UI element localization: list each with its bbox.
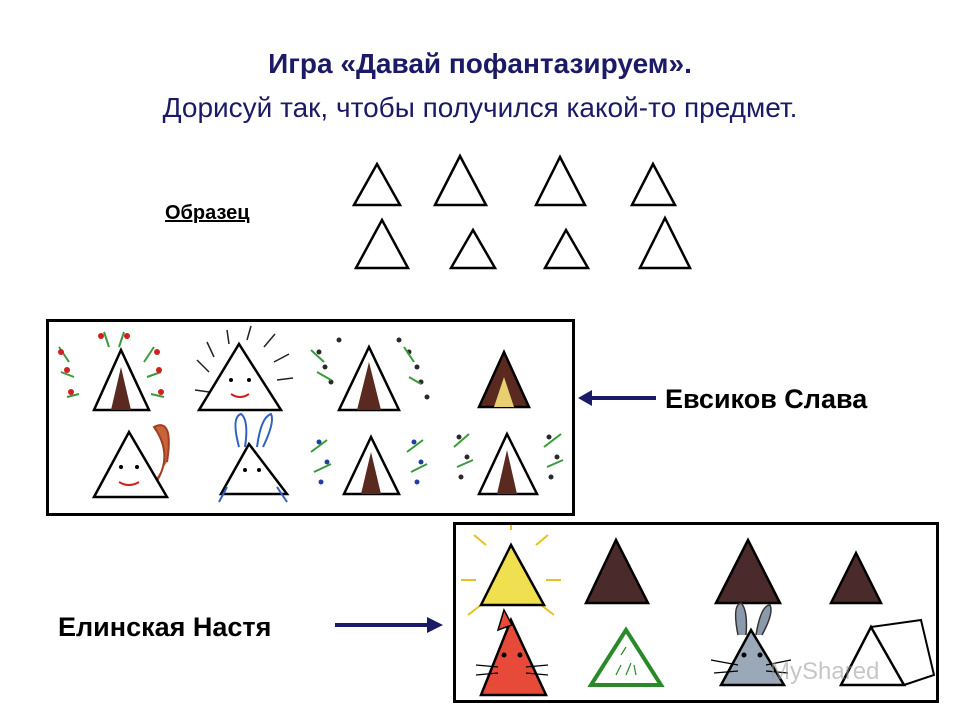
drawing-blue-tree — [310, 434, 428, 496]
drawing-dark-triangle — [713, 537, 783, 605]
drawing-dark-triangle — [477, 348, 531, 409]
drawing-hedgehog — [194, 325, 294, 412]
sample-triangle — [432, 153, 489, 207]
sample-triangle — [533, 154, 588, 207]
sample-triangle — [542, 227, 591, 270]
drawing-green-triangle — [587, 626, 665, 687]
student-name-2: Елинская Настя — [58, 612, 272, 642]
drawing-red-fox — [475, 608, 549, 697]
drawing-leaf-tree-2 — [453, 431, 564, 496]
sample-triangle — [629, 161, 678, 207]
drawing-apple-tree — [58, 331, 165, 412]
drawing-hare — [218, 412, 290, 503]
drawing-tent — [838, 618, 936, 687]
sample-triangles — [351, 153, 693, 270]
drawing-panel-2 — [453, 522, 939, 703]
sample-triangle — [351, 161, 403, 207]
drawing-sun — [461, 525, 561, 616]
drawing-grey-hare — [710, 602, 792, 687]
sample-triangle — [637, 215, 693, 270]
drawing-leaf-tree — [310, 337, 430, 412]
drawing-dark-triangle — [584, 537, 651, 605]
sample-triangle — [353, 217, 411, 270]
watermark: MyShared — [770, 658, 880, 685]
arrow-left-icon — [578, 390, 656, 406]
sample-triangle — [448, 227, 498, 270]
drawing-dark-triangle — [828, 550, 884, 605]
drawing-fox — [91, 424, 170, 499]
sample-label: Образец — [165, 202, 250, 224]
arrow-right-icon — [335, 617, 443, 633]
page-subtitle: Дорисуй так, чтобы получился какой-то пр… — [162, 92, 798, 123]
drawings-2 — [461, 525, 936, 697]
student-name-1: Евсиков Слава — [665, 384, 868, 414]
drawings-1 — [58, 325, 564, 503]
drawing-panel-1 — [46, 319, 575, 516]
page-title: Игра «Давай пофантазируем». — [268, 48, 692, 79]
